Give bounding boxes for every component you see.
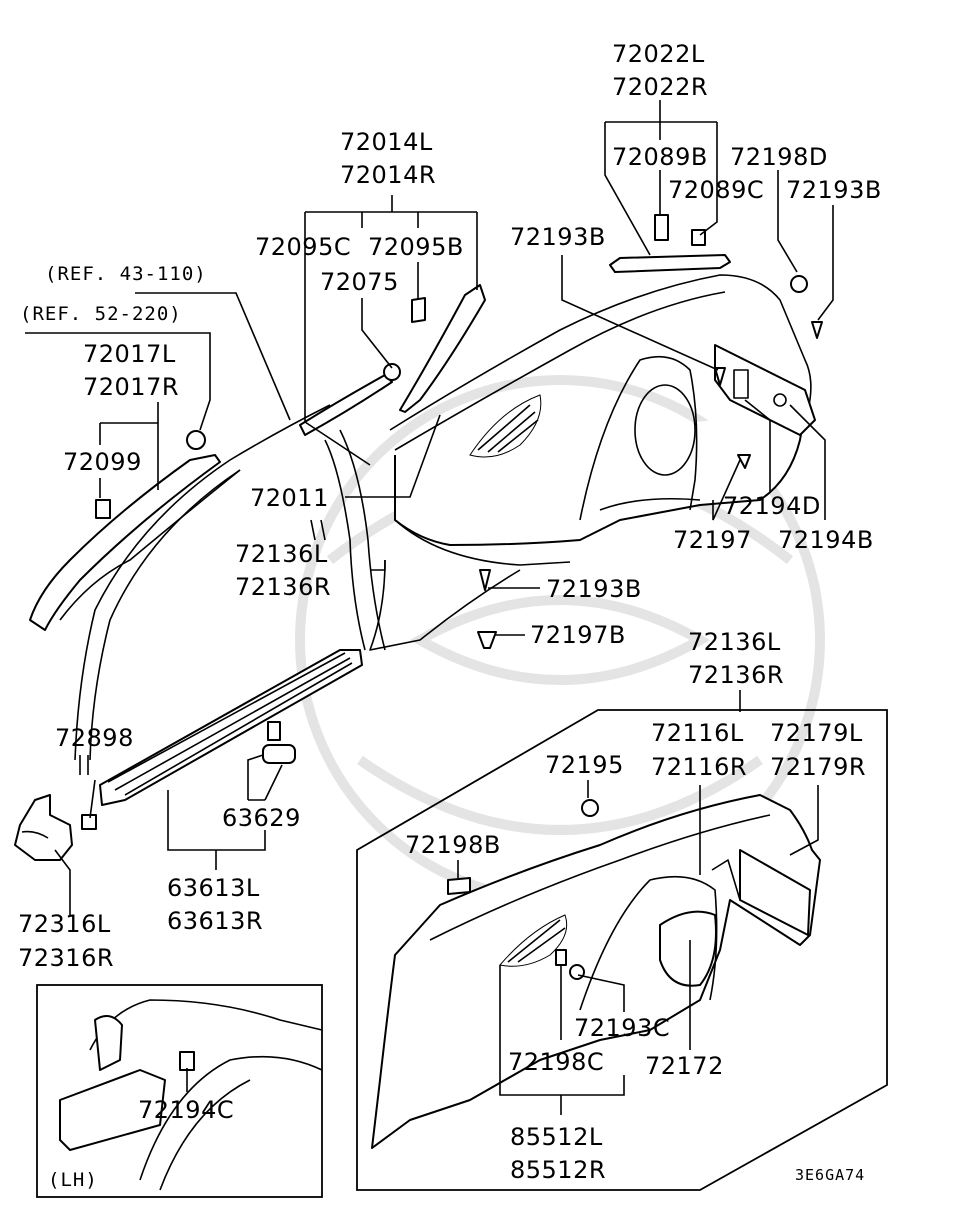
label-72316L: 72316L: [18, 910, 111, 938]
label-72194D: 72194D: [723, 492, 821, 520]
label-63629: 63629: [222, 804, 301, 832]
label-72095B: 72095B: [368, 233, 464, 261]
label-72197B: 72197B: [530, 621, 626, 649]
label-85512L: 85512L: [510, 1123, 603, 1151]
label-72179R: 72179R: [770, 753, 866, 781]
inset-lower-left-lh: [36, 984, 323, 1198]
label-72136L-b: 72136L: [688, 628, 781, 656]
label-72179L: 72179L: [770, 719, 863, 747]
label-72198C: 72198C: [508, 1048, 604, 1076]
label-ref-43-110: (REF. 43-110): [45, 263, 207, 285]
label-72075: 72075: [320, 268, 399, 296]
label-72136L-a: 72136L: [235, 540, 328, 568]
label-72136R-a: 72136R: [235, 573, 331, 601]
label-72022L: 72022L: [612, 40, 705, 68]
label-63613L: 63613L: [167, 874, 260, 902]
label-72194C: 72194C: [138, 1096, 234, 1124]
label-72898: 72898: [55, 724, 134, 752]
label-72316R: 72316R: [18, 944, 114, 972]
label-72089B: 72089B: [612, 143, 708, 171]
label-72198B: 72198B: [405, 831, 501, 859]
label-63613R: 63613R: [167, 907, 263, 935]
label-72116R: 72116R: [651, 753, 747, 781]
part-labels: 72022L 72022R 72089B 72198D 72089C 72193…: [18, 40, 882, 1191]
label-72193C: 72193C: [574, 1014, 670, 1042]
label-72198D: 72198D: [730, 143, 828, 171]
label-72095C: 72095C: [255, 233, 351, 261]
label-85512R: 85512R: [510, 1156, 606, 1184]
leader-lines: [25, 100, 834, 1115]
label-72195: 72195: [545, 751, 624, 779]
label-72089C: 72089C: [668, 176, 764, 204]
label-72116L: 72116L: [651, 719, 744, 747]
label-72194B: 72194B: [778, 526, 874, 554]
label-lh: (LH): [48, 1169, 98, 1191]
label-72197: 72197: [673, 526, 752, 554]
label-72172: 72172: [645, 1052, 724, 1080]
label-72193B-top-right: 72193B: [786, 176, 882, 204]
label-72099: 72099: [63, 448, 142, 476]
label-72022R: 72022R: [612, 73, 708, 101]
label-72193B-mid: 72193B: [510, 223, 606, 251]
inset-lower-right: [356, 709, 888, 1191]
label-72014R: 72014R: [340, 161, 436, 189]
label-72193B-low: 72193B: [546, 575, 642, 603]
label-72014L: 72014L: [340, 128, 433, 156]
label-72136R-b: 72136R: [688, 661, 784, 689]
quarter-trim-assembly: [14, 214, 823, 861]
diagram-code: 3E6GA74: [795, 1166, 865, 1184]
label-72011: 72011: [250, 484, 329, 512]
label-72017L: 72017L: [83, 340, 176, 368]
label-ref-52-220: (REF. 52-220): [20, 303, 182, 325]
label-72017R: 72017R: [83, 373, 179, 401]
